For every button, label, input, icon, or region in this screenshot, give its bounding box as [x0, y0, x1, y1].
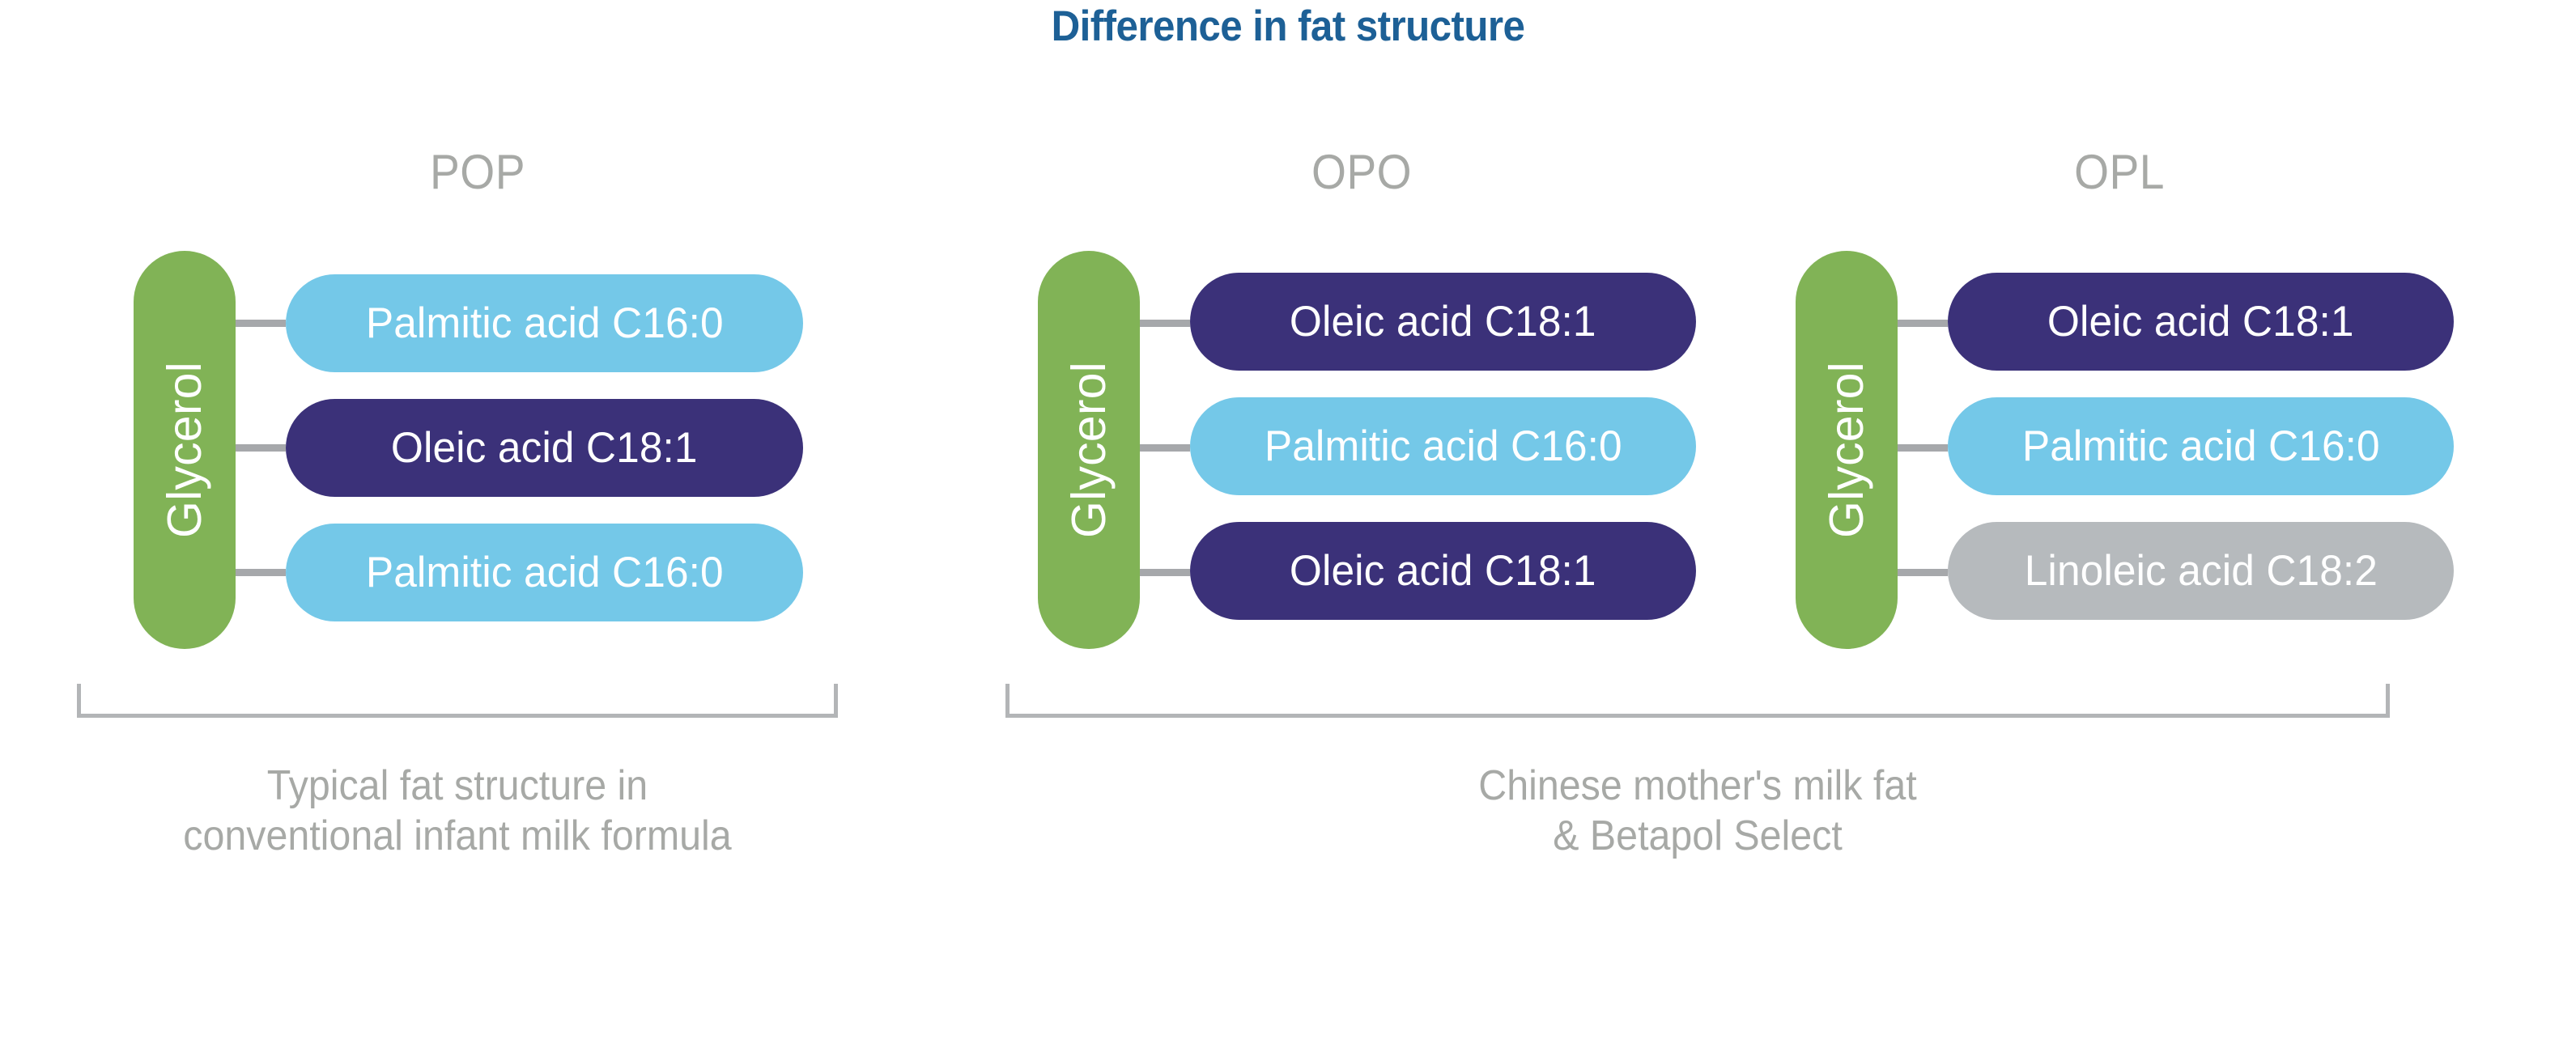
glycerol-backbone-opo: Glycerol — [1038, 251, 1140, 649]
acid-pill-label: Palmitic acid C16:0 — [2021, 422, 2380, 470]
connector-line — [1140, 444, 1190, 452]
glycerol-label: Glycerol — [1820, 362, 1873, 538]
connector-line — [236, 444, 286, 452]
connector-line — [1898, 320, 1948, 327]
acid-pill: Oleic acid C18:1 — [286, 399, 803, 497]
group-label-pop: POP — [430, 145, 525, 199]
acid-pill: Palmitic acid C16:0 — [286, 524, 803, 621]
acid-pill-label: Oleic acid C18:1 — [1290, 547, 1596, 595]
acid-pill: Oleic acid C18:1 — [1190, 273, 1696, 371]
connector-line — [236, 320, 286, 327]
acid-pill-label: Oleic acid C18:1 — [1290, 298, 1596, 346]
acid-pill: Palmitic acid C16:0 — [1948, 397, 2454, 495]
acid-pill: Oleic acid C18:1 — [1190, 522, 1696, 620]
connector-line — [1140, 320, 1190, 327]
caption-right: Chinese mother's milk fat & Betapol Sele… — [1478, 762, 1917, 859]
acid-pill-label: Palmitic acid C16:0 — [1264, 422, 1622, 470]
connector-line — [236, 569, 286, 576]
acid-pill-label: Linoleic acid C18:2 — [2024, 547, 2378, 595]
glycerol-backbone-opl: Glycerol — [1796, 251, 1898, 649]
group-label-opl: OPL — [2074, 145, 2165, 199]
acid-pill-label: Palmitic acid C16:0 — [365, 299, 724, 347]
acid-pill-label: Oleic acid C18:1 — [391, 424, 698, 472]
group-opl: OPL Glycerol Oleic acid C18:1 Palmitic a… — [1763, 0, 2476, 696]
group-pop: POP Glycerol Palmitic acid C16:0 Oleic a… — [97, 0, 858, 696]
acid-pill: Oleic acid C18:1 — [1948, 273, 2454, 371]
group-opo: OPO Glycerol Oleic acid C18:1 Palmitic a… — [1005, 0, 1718, 696]
connector-line — [1898, 569, 1948, 576]
acid-pill: Palmitic acid C16:0 — [1190, 397, 1696, 495]
bracket-right — [1005, 684, 2390, 718]
acid-pill-label: Oleic acid C18:1 — [2047, 298, 2354, 346]
page-title: Difference in fat structure — [1051, 2, 1525, 50]
connector-line — [1898, 444, 1948, 452]
glycerol-backbone-pop: Glycerol — [134, 251, 236, 649]
acid-pill: Palmitic acid C16:0 — [286, 274, 803, 372]
glycerol-label: Glycerol — [158, 362, 211, 538]
acid-pill: Linoleic acid C18:2 — [1948, 522, 2454, 620]
connector-line — [1140, 569, 1190, 576]
glycerol-label: Glycerol — [1062, 362, 1116, 538]
bracket-left — [77, 684, 838, 718]
caption-left: Typical fat structure in conventional in… — [183, 762, 732, 859]
group-label-opo: OPO — [1311, 145, 1413, 199]
acid-pill-label: Palmitic acid C16:0 — [365, 549, 724, 596]
